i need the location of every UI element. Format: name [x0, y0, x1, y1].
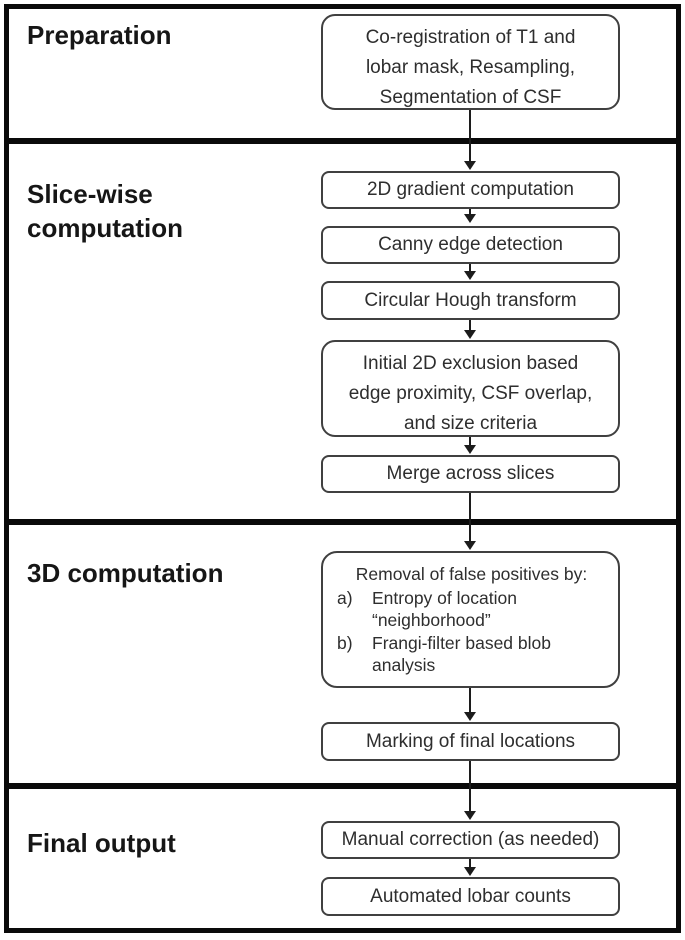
arrow-down-icon	[464, 867, 476, 876]
section-divider-1	[9, 138, 676, 144]
box-text-line: Initial 2D exclusion based	[362, 353, 579, 374]
box-text-line: Frangi-filter based blob	[372, 632, 551, 653]
flow-box-2d-gradient-computation: 2D gradient computation	[321, 171, 620, 209]
box-text-line: Entropy of location	[372, 587, 517, 608]
section-divider-3	[9, 783, 676, 789]
list-item-label: a)	[337, 587, 353, 608]
box-text-line: lobar mask, Resampling,	[365, 57, 576, 78]
flow-box-initial-2d-exclusion: Initial 2D exclusion based edge proximit…	[321, 340, 620, 437]
list-item-a: a) Entropy of location “neighborhood”	[337, 587, 606, 632]
connector-line	[469, 209, 471, 216]
flow-box-automated-lobar-counts: Automated lobar counts	[321, 877, 620, 916]
connector-line	[469, 493, 471, 543]
flow-box-circular-hough-transform: Circular Hough transform	[321, 281, 620, 320]
list-item-text: Frangi-filter based blob analysis	[372, 632, 606, 677]
flow-box-coregistration: Co-registration of T1 and lobar mask, Re…	[321, 14, 620, 110]
connector-line	[469, 110, 471, 163]
list-item-b: b) Frangi-filter based blob analysis	[337, 632, 606, 677]
connector-line	[469, 688, 471, 714]
list-item-text: Entropy of location “neighborhood”	[372, 587, 606, 632]
section-label-3d-computation: 3D computation	[27, 558, 224, 588]
arrow-down-icon	[464, 161, 476, 170]
box-text-line: “neighborhood”	[372, 610, 491, 630]
flow-box-merge-across-slices: Merge across slices	[321, 455, 620, 493]
flow-box-removal-false-positives: Removal of false positives by: a) Entrop…	[321, 551, 620, 688]
flow-box-canny-edge-detection: Canny edge detection	[321, 226, 620, 264]
connector-line	[469, 320, 471, 332]
arrow-down-icon	[464, 214, 476, 223]
list-item-label: b)	[337, 632, 353, 653]
box-heading: Removal of false positives by:	[355, 564, 588, 584]
box-text-line: Segmentation of CSF	[379, 87, 562, 108]
section-label-slice-wise-computation: Slice-wise computation	[27, 179, 183, 243]
flow-box-manual-correction: Manual correction (as needed)	[321, 821, 620, 859]
connector-line	[469, 437, 471, 447]
arrow-down-icon	[464, 445, 476, 454]
connector-line	[469, 264, 471, 273]
box-text-line: and size criteria	[403, 413, 538, 434]
arrow-down-icon	[464, 712, 476, 721]
connector-line	[469, 761, 471, 813]
arrow-down-icon	[464, 811, 476, 820]
outer-frame	[4, 4, 681, 933]
section-label-final-output: Final output	[27, 828, 176, 858]
arrow-down-icon	[464, 330, 476, 339]
flow-box-marking-final-locations: Marking of final locations	[321, 722, 620, 761]
connector-line	[469, 859, 471, 869]
box-text-line: analysis	[372, 655, 436, 675]
box-text-line: edge proximity, CSF overlap,	[348, 383, 593, 404]
arrow-down-icon	[464, 271, 476, 280]
section-divider-2	[9, 519, 676, 525]
arrow-down-icon	[464, 541, 476, 550]
box-text-line: Co-registration of T1 and	[365, 27, 576, 48]
section-label-preparation: Preparation	[27, 20, 172, 50]
